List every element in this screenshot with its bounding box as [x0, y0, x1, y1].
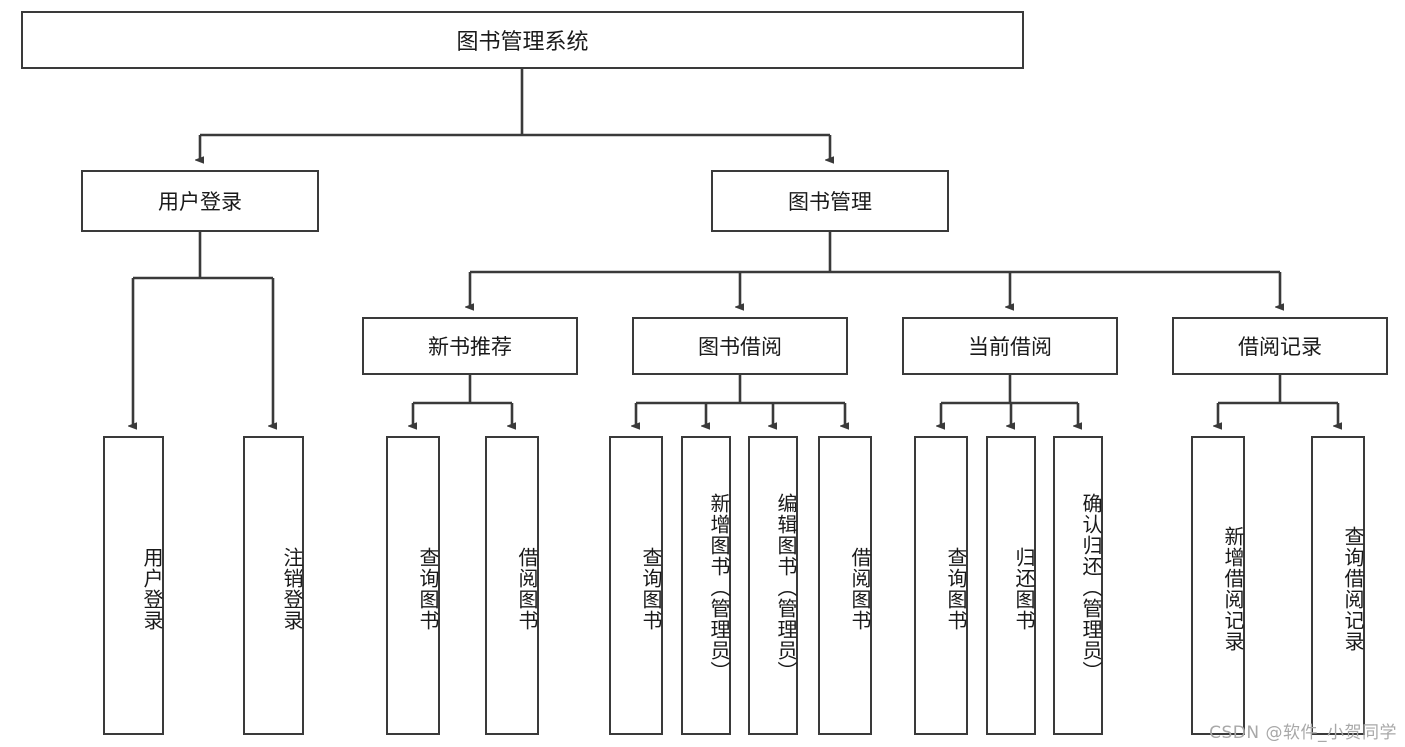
leaf-node[interactable]: 新增图书（管理员）: [681, 436, 731, 735]
node-book-borrow[interactable]: 图书借阅: [632, 317, 848, 375]
leaf-node-label: 编辑图书（管理员）: [774, 493, 798, 682]
node-book-borrow-label: 图书借阅: [698, 335, 782, 359]
leaf-node[interactable]: 查询图书: [386, 436, 440, 735]
leaf-node[interactable]: 注销登录: [243, 436, 304, 735]
leaf-node-label: 借阅图书: [848, 546, 872, 631]
leaf-node[interactable]: 用户登录: [103, 436, 164, 735]
node-user-login-label: 用户登录: [158, 190, 242, 214]
node-borrow-record-label: 借阅记录: [1238, 335, 1322, 359]
node-new-book-recommend-label: 新书推荐: [428, 335, 512, 359]
leaf-node-label: 查询图书: [944, 546, 968, 631]
leaf-node-label: 查询图书: [416, 546, 440, 631]
node-root[interactable]: 图书管理系统: [21, 11, 1024, 69]
leaf-node[interactable]: 查询图书: [609, 436, 663, 735]
leaf-node-label: 新增借阅记录: [1221, 525, 1245, 652]
node-borrow-record[interactable]: 借阅记录: [1172, 317, 1388, 375]
leaf-node-label: 查询图书: [639, 546, 663, 631]
node-root-label: 图书管理系统: [456, 30, 589, 55]
leaf-node[interactable]: 查询图书: [914, 436, 968, 735]
leaf-node[interactable]: 借阅图书: [818, 436, 872, 735]
leaf-node[interactable]: 编辑图书（管理员）: [748, 436, 798, 735]
leaf-node-label: 用户登录: [140, 546, 164, 631]
node-book-management[interactable]: 图书管理: [711, 170, 949, 232]
node-current-borrow-label: 当前借阅: [968, 335, 1052, 359]
node-user-login[interactable]: 用户登录: [81, 170, 319, 232]
leaf-node-label: 注销登录: [280, 546, 304, 631]
watermark: CSDN @软件_小贺同学: [1209, 723, 1397, 743]
leaf-node[interactable]: 归还图书: [986, 436, 1036, 735]
leaf-node-label: 归还图书: [1012, 546, 1036, 631]
leaf-node[interactable]: 确认归还（管理员）: [1053, 436, 1103, 735]
leaf-node[interactable]: 新增借阅记录: [1191, 436, 1245, 735]
node-current-borrow[interactable]: 当前借阅: [902, 317, 1118, 375]
leaf-node[interactable]: 查询借阅记录: [1311, 436, 1365, 735]
node-new-book-recommend[interactable]: 新书推荐: [362, 317, 578, 375]
leaf-node[interactable]: 借阅图书: [485, 436, 539, 735]
node-book-management-label: 图书管理: [788, 190, 872, 214]
leaf-node-label: 确认归还（管理员）: [1079, 493, 1103, 682]
leaf-node-label: 借阅图书: [515, 546, 539, 631]
leaf-node-label: 查询借阅记录: [1341, 525, 1365, 652]
leaf-node-label: 新增图书（管理员）: [707, 493, 731, 682]
